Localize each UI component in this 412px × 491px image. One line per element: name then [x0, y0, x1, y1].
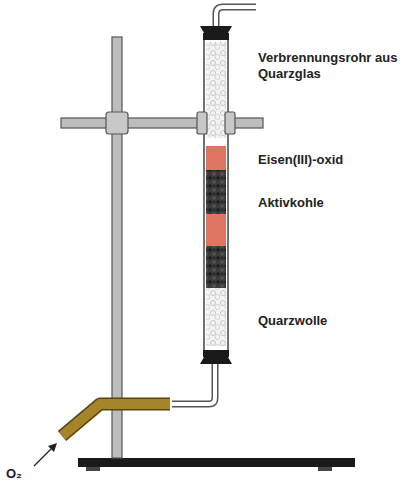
stopper [200, 357, 232, 364]
gas-label: O₂ [6, 466, 46, 482]
glass-tube [172, 364, 215, 404]
iron-oxide [206, 146, 226, 170]
rubber-hose [62, 404, 170, 436]
stopper [203, 33, 229, 40]
stand-foot [318, 467, 332, 471]
tube-clamp [197, 112, 207, 134]
part-label: Eisen(III)-oxid [258, 152, 408, 168]
rubber-hose [62, 404, 170, 436]
part-label: Quarzwolle [258, 313, 408, 329]
combustion-tube [204, 36, 228, 354]
boss-head [106, 112, 128, 134]
stopper [200, 26, 232, 33]
glass-tube [216, 7, 256, 28]
stand-rod [112, 37, 122, 458]
glass-tube [172, 364, 215, 404]
quartz-wool [206, 288, 226, 346]
part-label: Verbrennungsrohr aus Quarzglas [258, 50, 408, 82]
stand-foot [86, 467, 100, 471]
quartz-wool [206, 42, 226, 138]
activated-carbon [206, 246, 226, 288]
glass-tube [216, 7, 256, 28]
arrowhead [48, 443, 57, 452]
tube-clamp [225, 112, 235, 134]
iron-oxide [206, 214, 226, 246]
part-label: Aktivkohle [258, 195, 408, 211]
stopper [203, 350, 229, 357]
stand-base [78, 458, 355, 467]
activated-carbon [206, 170, 226, 214]
